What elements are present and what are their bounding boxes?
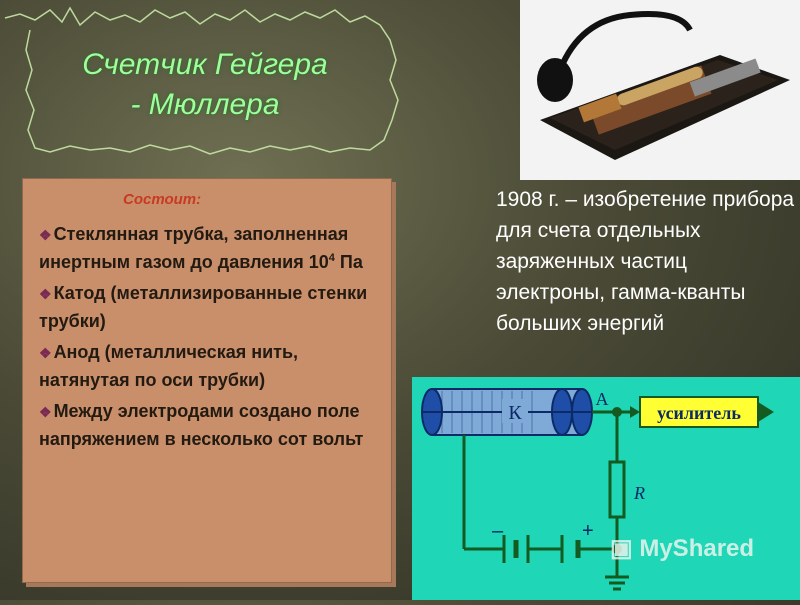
item-tube-text: Стеклянная трубка, заполненная инертным … — [39, 224, 349, 272]
minus-label: – — [492, 520, 504, 542]
watermark: ▣ MyShared — [610, 534, 754, 563]
list-item-cathode: ❖Катод (металлизированные стенки трубки) — [39, 280, 377, 335]
waveform-decoration — [4, 6, 399, 155]
item-tube-unit: Па — [334, 252, 363, 272]
list-item-tube: ❖Стеклянная трубка, заполненная инертным… — [39, 221, 377, 276]
title-line-1: Счетчик Гейгера — [82, 48, 328, 81]
circuit-diagram: К А усилитель R – + — [421, 388, 774, 591]
counter-device-photo — [520, 0, 800, 180]
device-illustration — [520, 0, 800, 180]
label-k: К — [508, 402, 522, 424]
slide-title: Счетчик Гейгера - Мюллера — [40, 45, 370, 125]
composition-panel: Состоит: ❖Стеклянная трубка, заполненная… — [22, 178, 392, 583]
circuit-schematic: К А усилитель R – + — [412, 377, 800, 600]
item-anode-text: Анод (металлическая нить, натянутая по о… — [39, 342, 299, 390]
panel-heading: Состоит: — [123, 191, 202, 208]
list-item-field: ❖Между электродами создано поле напряжен… — [39, 398, 377, 453]
title-line-2: - Мюллера — [130, 88, 280, 121]
watermark-logo-icon: ▣ — [610, 535, 640, 562]
item-field-text: Между электродами создано поле напряжени… — [39, 401, 364, 449]
resistor — [608, 460, 626, 519]
item-tube-exponent: 4 — [328, 252, 335, 264]
amplifier-label: усилитель — [657, 403, 741, 423]
item-cathode-text: Катод (металлизированные стенки трубки) — [39, 283, 368, 331]
list-item-anode: ❖Анод (металлическая нить, натянутая по … — [39, 339, 377, 394]
label-a: А — [596, 389, 609, 409]
invention-description: 1908 г. – изобретение прибора для счета … — [496, 188, 795, 335]
watermark-text: MyShared — [639, 535, 755, 562]
diamond-bullet-icon: ❖ — [39, 227, 52, 243]
output-arrow — [758, 402, 774, 422]
resistor-label: R — [633, 483, 645, 503]
node-a — [612, 407, 622, 417]
diamond-bullet-icon: ❖ — [39, 286, 52, 302]
node-ground — [612, 544, 622, 554]
battery — [502, 535, 581, 563]
plus-label: + — [582, 520, 594, 542]
diamond-bullet-icon: ❖ — [39, 345, 52, 361]
label-k-bg — [502, 399, 528, 423]
amplifier-box — [639, 396, 759, 428]
ground-symbol — [605, 575, 629, 591]
diamond-bullet-icon: ❖ — [39, 404, 52, 420]
